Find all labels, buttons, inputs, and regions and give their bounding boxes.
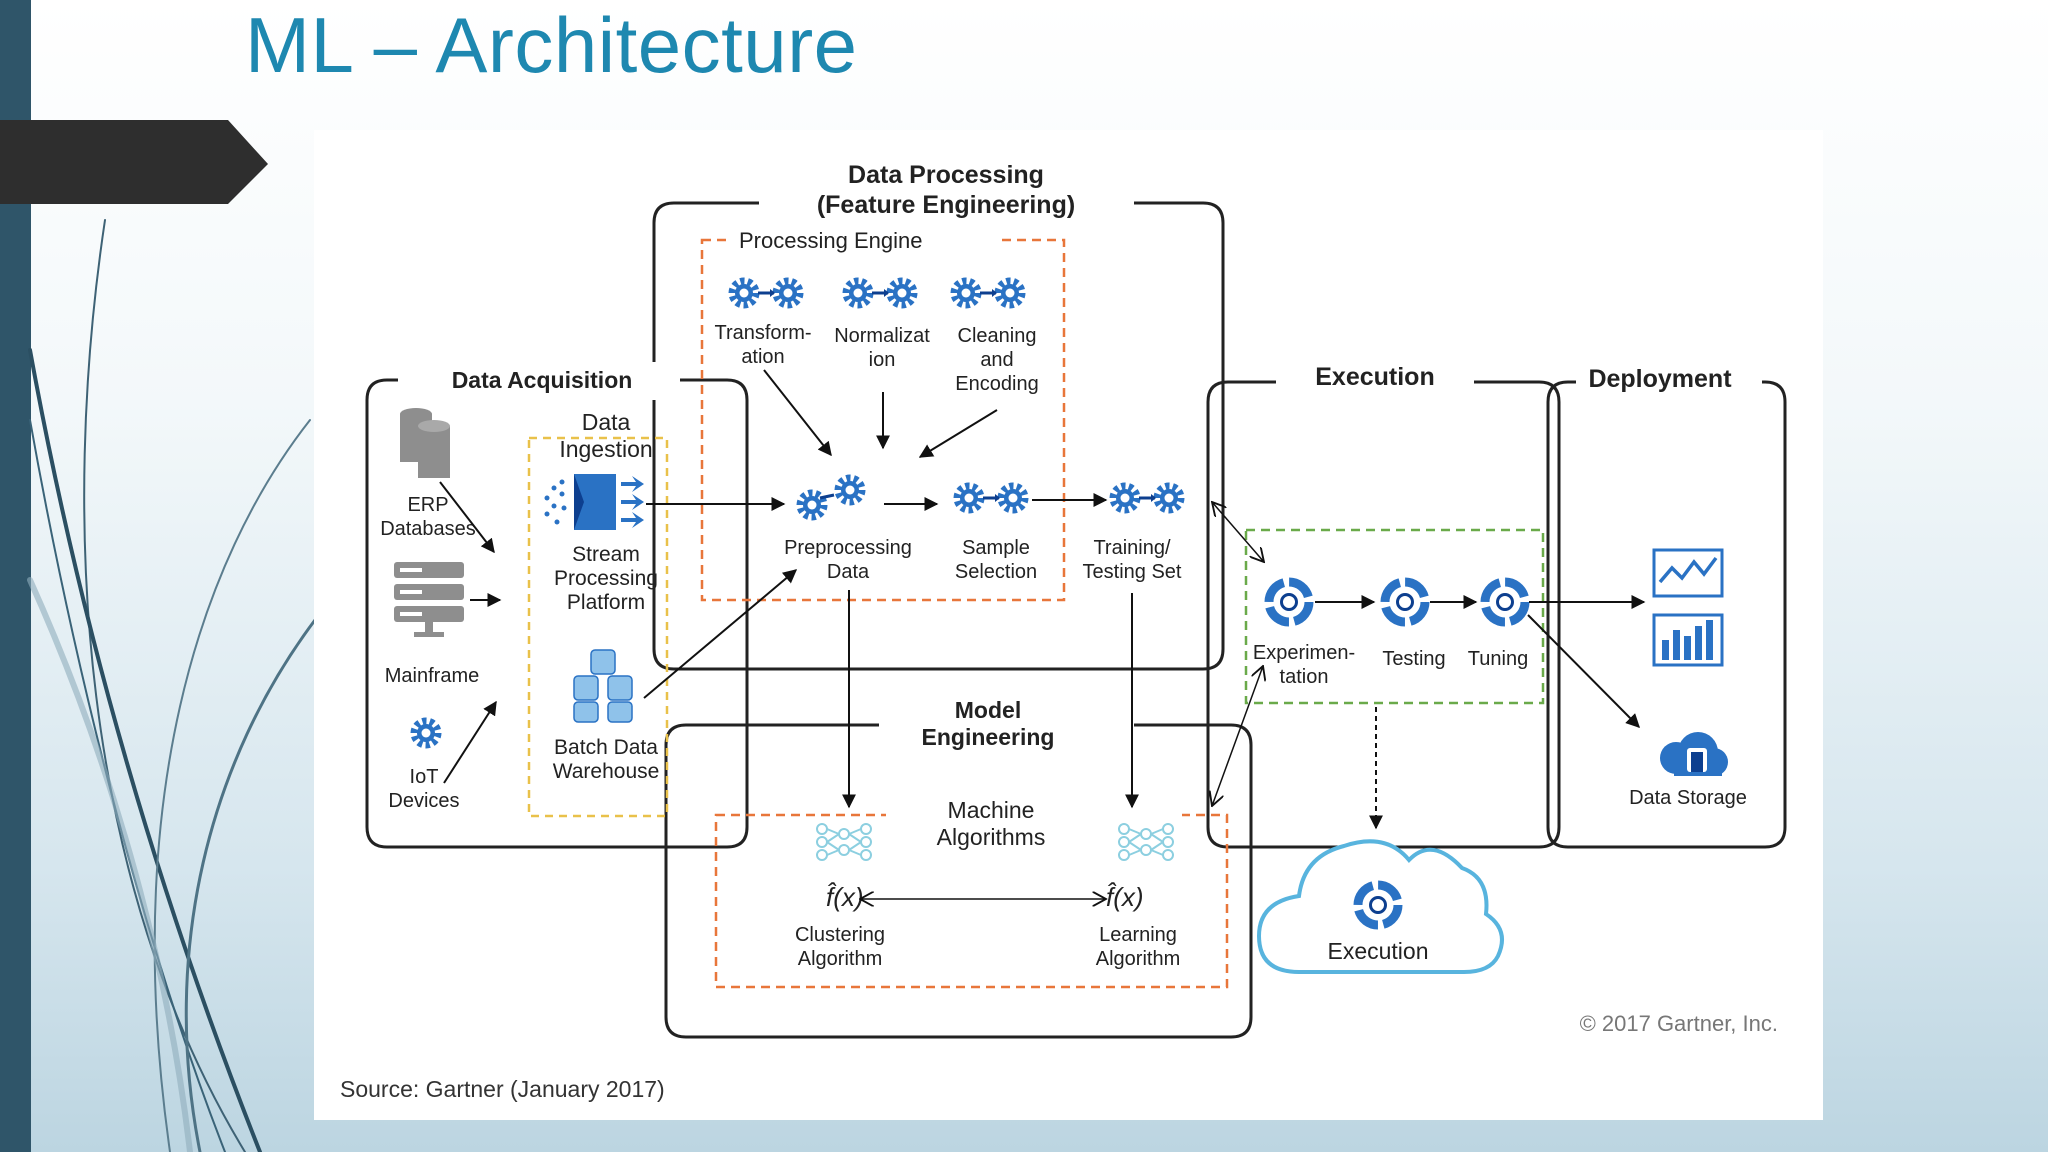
model-engineering-title: Model xyxy=(955,697,1021,723)
sample-selection-label: Sample xyxy=(962,537,1030,559)
sample-selection-gears-icon xyxy=(957,486,1025,510)
line-chart-icon xyxy=(1652,548,1724,598)
training-set-gears-icon xyxy=(1113,486,1181,510)
stream-label-2: Processing xyxy=(554,567,658,590)
testing-ring-icon xyxy=(1385,582,1425,622)
experimentation-ring-icon xyxy=(1269,582,1309,622)
tuning-label: Tuning xyxy=(1468,648,1528,670)
clustering-label-2: Algorithm xyxy=(798,948,882,970)
model-engineering-box xyxy=(664,723,1253,1039)
arrow-tab-decoration xyxy=(0,120,268,204)
model-engineering-subtitle: Engineering xyxy=(922,724,1055,750)
batch-label: Batch Data xyxy=(554,736,658,759)
learning-label-2: Algorithm xyxy=(1096,948,1180,970)
data-processing-title: Data Processing xyxy=(848,161,1044,189)
normalization-label-2: ion xyxy=(869,349,896,371)
data-ingestion-label-2: Ingestion xyxy=(559,436,652,462)
normalization-gears-icon xyxy=(846,281,914,305)
cleaning-label-2: and xyxy=(980,349,1013,371)
machine-algorithms-sublabel: Algorithms xyxy=(937,824,1046,850)
execution-box xyxy=(1206,380,1561,849)
normalization-label: Normalizat xyxy=(834,325,930,347)
experimentation-label-2: tation xyxy=(1280,666,1329,688)
stream-label-3: Platform xyxy=(567,591,645,614)
processing-engine-label: Processing Engine xyxy=(739,228,922,253)
mainframe-label: Mainframe xyxy=(385,665,479,687)
transformation-label: Transform- xyxy=(714,322,811,344)
data-processing-subtitle: (Feature Engineering) xyxy=(817,191,1075,219)
training-set-label-2: Testing Set xyxy=(1083,561,1182,583)
data-processing-box xyxy=(652,201,1225,671)
iot-gear-icon xyxy=(414,721,438,745)
erp-label-2: Databases xyxy=(380,518,476,540)
data-storage-icon xyxy=(1660,732,1728,776)
training-set-label: Training/ xyxy=(1093,537,1171,559)
experimentation-box xyxy=(1244,528,1545,705)
experimentation-label: Experimen- xyxy=(1253,642,1355,664)
learning-label: Learning xyxy=(1099,924,1177,946)
cleaning-label-3: Encoding xyxy=(955,373,1038,395)
erp-label: ERP xyxy=(407,494,448,516)
cloud-execution: Execution xyxy=(1256,839,1504,974)
clustering-function-label: f̂(x) xyxy=(826,882,864,912)
transformation-gears-icon xyxy=(732,281,800,305)
cloud-execution-label: Execution xyxy=(1327,938,1428,964)
copyright-label: © 2017 Gartner, Inc. xyxy=(1580,1011,1778,1036)
data-ingestion-box xyxy=(527,436,669,818)
deployment-box xyxy=(1546,380,1787,849)
diagram-panel: Data Processing (Feature Engineering) Pr… xyxy=(314,130,1823,1120)
transformation-label-2: ation xyxy=(741,346,784,368)
mainframe-server-icon xyxy=(394,562,464,637)
stream-label: Stream xyxy=(572,543,640,566)
preprocessing-label-2: Data xyxy=(827,561,870,583)
machine-algorithms-label: Machine xyxy=(948,797,1035,823)
execution-title: Execution xyxy=(1315,363,1434,391)
clustering-network-icon xyxy=(816,823,872,861)
cleaning-gears-icon xyxy=(954,281,1022,305)
iot-label: IoT xyxy=(410,766,439,788)
stream-processing-icon xyxy=(544,474,644,530)
preprocessing-gears-icon xyxy=(800,478,862,517)
clustering-label: Clustering xyxy=(795,924,885,946)
learning-function-label: f̂(x) xyxy=(1106,882,1144,912)
testing-label: Testing xyxy=(1382,648,1445,670)
batch-warehouse-icon xyxy=(573,649,633,723)
cleaning-label: Cleaning xyxy=(958,325,1037,347)
data-storage-label: Data Storage xyxy=(1629,787,1747,809)
data-ingestion-label: Data xyxy=(582,409,631,435)
batch-label-2: Warehouse xyxy=(553,760,660,783)
tuning-ring-icon xyxy=(1485,582,1525,622)
bar-chart-icon xyxy=(1652,613,1724,667)
ml-architecture-diagram: Data Processing (Feature Engineering) Pr… xyxy=(340,150,1787,1102)
erp-database-icon xyxy=(400,408,450,478)
sample-selection-label-2: Selection xyxy=(955,561,1037,583)
source-label: Source: Gartner (January 2017) xyxy=(340,1076,665,1102)
data-acquisition-title: Data Acquisition xyxy=(452,367,633,393)
iot-label-2: Devices xyxy=(388,790,459,812)
preprocessing-label: Preprocessing xyxy=(784,537,912,559)
deployment-title: Deployment xyxy=(1588,365,1732,393)
slide-title: ML – Architecture xyxy=(245,1,858,89)
data-acquisition-box xyxy=(365,378,749,849)
